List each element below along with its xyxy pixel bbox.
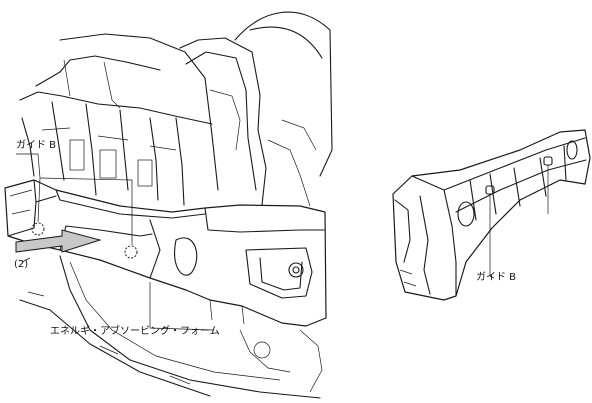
guide-b-clip-hidden [124, 245, 138, 259]
install-direction-arrow [15, 229, 102, 253]
label-guide-b-left: ガイド B [16, 140, 57, 151]
label-energy-absorbing-foam: エネルギ・アブソービング・フォーム [50, 326, 220, 337]
leader-lines-left [16, 153, 215, 331]
energy-absorbing-foam-right [392, 129, 591, 301]
label-guide-b-right: ガイド B [476, 272, 517, 283]
leader-lines-right [489, 165, 549, 279]
vehicle-body-outline [19, 11, 333, 399]
energy-absorbing-foam-left [4, 179, 327, 327]
guide-b-clip-hidden [31, 222, 45, 236]
label-step-number: (2) [14, 259, 29, 270]
